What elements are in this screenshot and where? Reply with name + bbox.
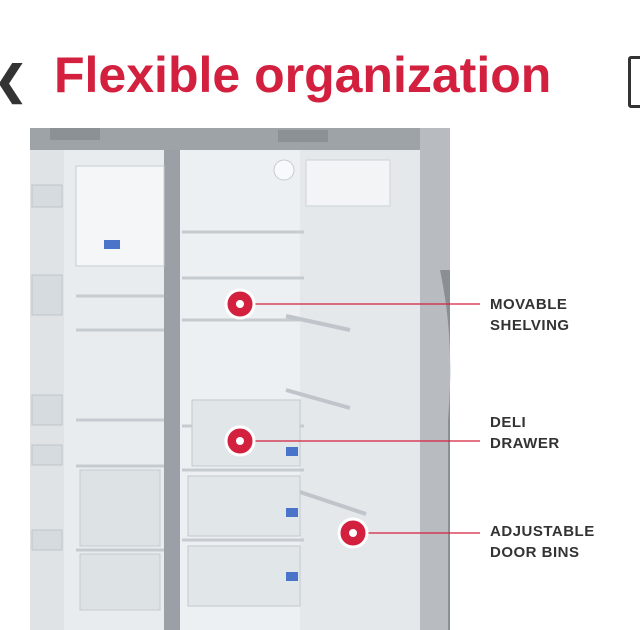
- snack-bin: [75, 165, 165, 267]
- hinge-right: [278, 130, 328, 142]
- freezer-shelves: [76, 294, 164, 552]
- headline: Flexible organization: [54, 47, 552, 103]
- callout-deli-drawer: DELI DRAWER: [490, 414, 560, 452]
- callout-markers: [224, 288, 369, 549]
- freezer-door-liner: [30, 150, 64, 630]
- hinge-left: [50, 128, 100, 140]
- drawer-badges: [286, 447, 298, 581]
- snack-bin-badge: [104, 240, 120, 249]
- dairy-compartment: [305, 159, 391, 207]
- door-handle: [440, 270, 451, 630]
- fridge-door-bins: [285, 314, 367, 516]
- next-control-icon[interactable]: [628, 56, 640, 108]
- previous-arrow-icon[interactable]: ❮: [0, 58, 28, 104]
- fridge-door-liner: [300, 150, 420, 630]
- callout-movable-shelving: MOVABLE SHELVING: [490, 296, 570, 334]
- callout-lines: [252, 303, 480, 534]
- freezer-door-bins: [31, 184, 63, 551]
- center-mullion: [164, 150, 180, 630]
- fridge-light: [273, 159, 295, 181]
- freezer-baskets: [79, 469, 161, 611]
- door-edge: [420, 128, 450, 630]
- callout-adjustable-door-bins: ADJUSTABLE DOOR BINS: [490, 523, 595, 561]
